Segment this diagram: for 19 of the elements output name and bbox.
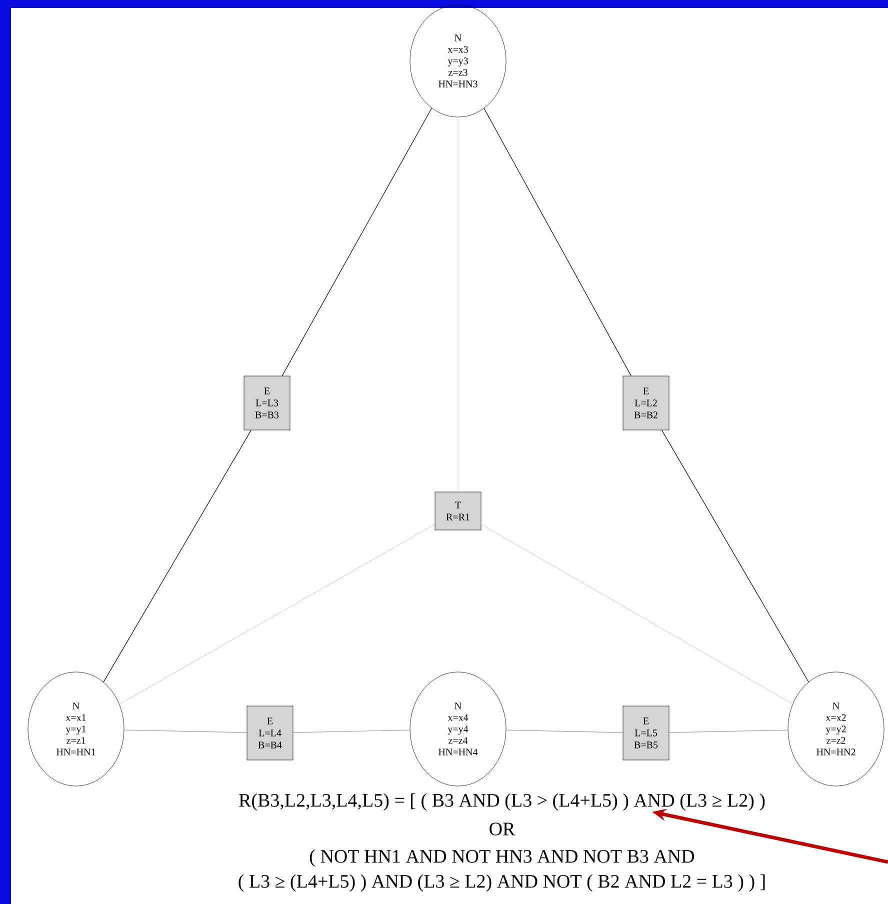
connector-line xyxy=(668,730,788,733)
formula-text: ( L3 ≥ (L4+L5) ) AND (L3 ≥ L2) AND NOT ( B2 AND L2 = L3 ) ) ] xyxy=(238,874,765,892)
node-box: E L=L5 B=B5 xyxy=(622,706,670,760)
formula-text: OR xyxy=(490,822,516,836)
connector-line xyxy=(119,524,436,705)
connector-line xyxy=(103,430,252,682)
formula-text: ( NOT HN1 AND NOT HN3 AND NOT B3 AND xyxy=(310,849,694,867)
connector-line xyxy=(662,430,809,682)
connector-line xyxy=(292,730,410,733)
connector-line xyxy=(506,730,624,733)
node-box: E L=L2 B=B2 xyxy=(622,376,670,430)
node-box: E L=L3 B=B3 xyxy=(244,376,290,430)
node-box: T R=R1 xyxy=(434,492,482,530)
connector-line xyxy=(484,108,632,376)
connector-line xyxy=(124,730,248,733)
formula-text: R(B3,L2,L3,L4,L5) = [ ( B3 AND (L3 > (L4+L5) ) AND (L3 ≥ L2) ) xyxy=(239,793,765,811)
node-box: E L=L4 B=B4 xyxy=(246,706,294,760)
connector-line xyxy=(282,108,432,376)
connector-line xyxy=(480,524,793,704)
